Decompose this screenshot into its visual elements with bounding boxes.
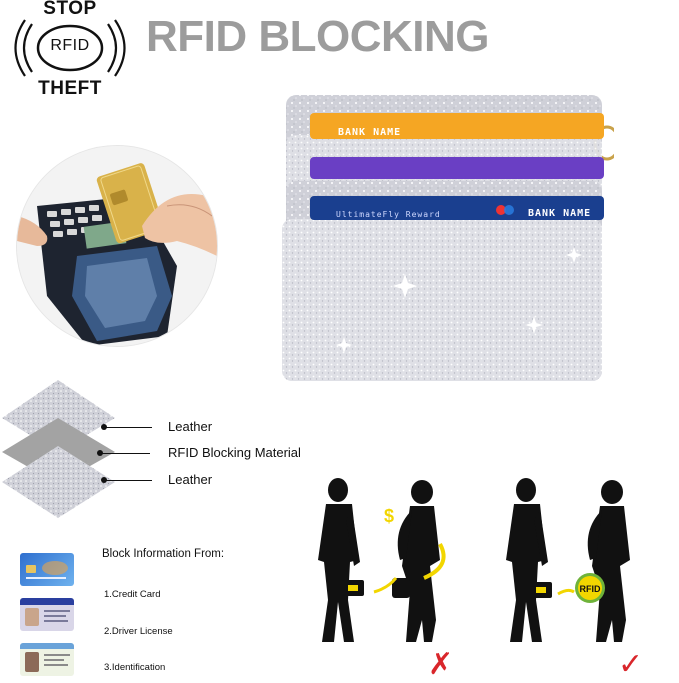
woman-silhouette-left xyxy=(392,480,440,642)
shield-text: RFID xyxy=(580,584,601,594)
silhouette-illustration: $ ✗ RFID ✓ xyxy=(318,478,643,682)
block-info-heading: Block Information From: xyxy=(102,548,225,560)
id-card-icon xyxy=(20,643,74,676)
material-layers-diagram xyxy=(2,380,115,518)
top-leather-layer xyxy=(2,380,115,452)
cross-icon: ✗ xyxy=(428,647,453,678)
stop-rfid-theft-badge: STOP RFID THEFT xyxy=(10,0,130,100)
layer-label-top: Leather xyxy=(168,419,213,434)
card-logo-red xyxy=(496,205,506,215)
glitter-wallet-image: BANK NAME UltimateFly Reward BANK NAME xyxy=(282,93,614,383)
bank-card-name: BANK NAME xyxy=(338,127,402,138)
orange-bank-card: BANK NAME xyxy=(310,113,604,139)
driver-license-icon xyxy=(20,598,74,631)
woman-silhouette-right xyxy=(587,480,630,642)
payment-terminal-image xyxy=(16,145,218,347)
leader-line-bottom xyxy=(101,477,152,483)
purple-bank-card xyxy=(310,157,604,179)
layer-label-middle: RFID Blocking Material xyxy=(168,445,301,460)
bank-card-name: BANK NAME xyxy=(528,208,592,219)
block-item-label: 2.Driver License xyxy=(104,626,173,637)
block-item-label: 1.Credit Card xyxy=(104,589,161,600)
svg-text:$: $ xyxy=(384,506,394,526)
man-silhouette-left xyxy=(318,478,360,642)
signal-waves-icon xyxy=(14,19,126,77)
card-logo-blue xyxy=(504,205,514,215)
credit-card-icon xyxy=(20,553,74,586)
badge-bottom-text: THEFT xyxy=(38,78,102,99)
check-icon: ✓ xyxy=(618,647,643,678)
badge-top-text: STOP xyxy=(43,0,97,19)
bottom-leather-layer xyxy=(2,446,115,518)
layer-label-bottom: Leather xyxy=(168,472,213,487)
block-item-label: 3.Identification xyxy=(104,662,166,673)
rfid-theft-scenes: $ ✗ RFID ✓ xyxy=(300,470,679,682)
leader-line-top xyxy=(101,424,152,430)
blue-bank-card: UltimateFly Reward BANK NAME xyxy=(310,196,604,220)
card-terminal-icon xyxy=(17,146,217,346)
leader-line-middle xyxy=(97,450,150,456)
card-sub-label: UltimateFly Reward xyxy=(336,210,441,219)
man-silhouette-right xyxy=(506,478,548,642)
page-title: RFID BLOCKING xyxy=(146,12,490,61)
badge-center-text: RFID xyxy=(50,37,90,54)
